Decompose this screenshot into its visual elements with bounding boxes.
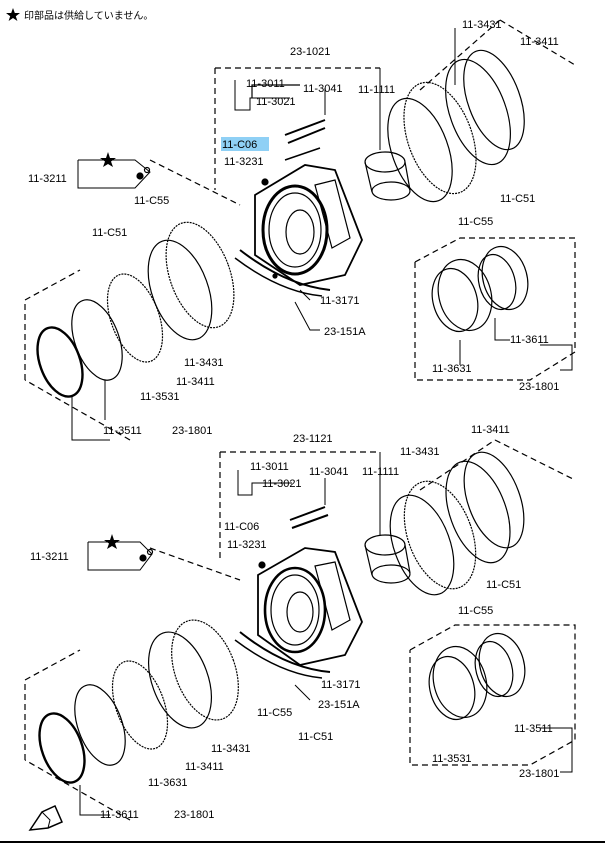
label-11-3011: 11-3011 [250, 461, 289, 473]
upper-apex-seal [284, 119, 326, 136]
upper-axis-dash [499, 19, 576, 66]
label-23-1801-right: 23-1801 [519, 381, 559, 393]
label-11-3211: 11-3211 [30, 551, 69, 563]
upper-box-rings [431, 245, 529, 333]
label-23-1801-left: 23-1801 [172, 425, 212, 437]
label-11-3041: 11-3041 [309, 466, 349, 478]
label-11-3611: 11-3611 [100, 809, 139, 821]
label-23-1801-right: 23-1801 [519, 768, 559, 780]
star-icon [104, 534, 120, 549]
label-11-3511: 11-3511 [514, 723, 553, 735]
upper-rotor [254, 164, 363, 286]
lower-labels: 23-1121 11-3011 11-3041 11-3021 11-1111 … [30, 424, 559, 821]
label-11-3431: 11-3431 [400, 446, 440, 458]
label-11-3511: 11-3511 [103, 425, 142, 437]
label-23-151A: 23-151A [324, 326, 366, 338]
label-11-3631: 11-3631 [148, 777, 188, 789]
label-11-3411: 11-3411 [520, 36, 559, 48]
label-11-3231: 11-3231 [227, 539, 267, 551]
upper-star-box [77, 159, 151, 189]
label-11-C51-left: 11-C51 [298, 731, 333, 743]
upper-axis-dash [149, 159, 241, 206]
upper-axis-dash [24, 379, 131, 441]
label-11-3631: 11-3631 [432, 363, 472, 375]
upper-labels: 23-1021 11-3011 11-3041 11-3021 11-1111 … [28, 19, 559, 437]
label-11-3531: 11-3531 [140, 391, 180, 403]
label-11-C55-right: 11-C55 [458, 216, 493, 228]
label-11-1111: 11-1111 [358, 84, 395, 96]
label-11-3041: 11-3041 [303, 83, 343, 95]
label-11-C06[interactable]: 11-C06 [222, 139, 257, 151]
label-23-1021: 23-1021 [290, 46, 330, 58]
label-11-3021: 11-3021 [262, 478, 302, 490]
star-icon [6, 8, 20, 21]
label-11-3171: 11-3171 [321, 679, 361, 691]
label-11-C55-left: 11-C55 [134, 195, 169, 207]
label-11-3231: 11-3231 [224, 156, 264, 168]
star-icon [100, 152, 116, 167]
upper-assembly [24, 19, 576, 441]
label-11-3431: 11-3431 [462, 19, 502, 31]
upper-apex-seal [287, 127, 326, 144]
label-11-3411: 11-3411 [471, 424, 510, 436]
lower-box-rings [428, 632, 526, 721]
label-11-3011: 11-3011 [246, 78, 285, 90]
label-11-C55-right: 11-C55 [458, 605, 493, 617]
label-23-1801-left: 23-1801 [174, 809, 214, 821]
upper-bearing [364, 151, 411, 201]
upper-left-rings [36, 221, 235, 398]
note-text: 印部品は供給していません。 [24, 9, 153, 22]
upper-seal-box [414, 237, 576, 381]
label-11-C51-right: 11-C51 [500, 193, 535, 205]
label-11-C51-right: 11-C51 [486, 579, 521, 591]
label-11-3611: 11-3611 [510, 334, 549, 346]
label-11-3411-b: 11-3411 [185, 761, 224, 773]
label-11-3411-b: 11-3411 [176, 376, 215, 388]
label-11-C55-left: 11-C55 [257, 707, 292, 719]
label-11-3171: 11-3171 [320, 295, 360, 307]
upper-oil-seal [234, 257, 323, 297]
upper-oil-seal [239, 249, 331, 291]
lower-rotor [257, 547, 363, 666]
label-23-1121: 23-1121 [293, 433, 333, 445]
header-note: 印部品は供給していません。 [6, 8, 153, 22]
upper-axis-dash [24, 269, 81, 301]
label-11-3211: 11-3211 [28, 173, 67, 185]
front-arrow-icon [28, 804, 63, 831]
label-11-C51-left: 11-C51 [92, 227, 127, 239]
label-11-3021: 11-3021 [256, 96, 296, 108]
lower-assembly [24, 439, 576, 831]
label-23-151A: 23-151A [318, 699, 360, 711]
lower-bearing [364, 534, 411, 584]
upper-axis-dash [419, 19, 501, 91]
lower-right-rings [389, 451, 525, 596]
upper-side-piece [284, 147, 321, 161]
highlight-11-C06 [221, 137, 269, 151]
lower-left-rings [38, 619, 239, 784]
label-11-3531: 11-3531 [432, 753, 472, 765]
label-11-1111: 11-1111 [362, 466, 399, 478]
upper-right-rings [387, 49, 525, 203]
label-11-3431-b: 11-3431 [211, 743, 251, 755]
label-11-C06: 11-C06 [224, 521, 259, 533]
label-11-3431-b: 11-3431 [184, 357, 224, 369]
